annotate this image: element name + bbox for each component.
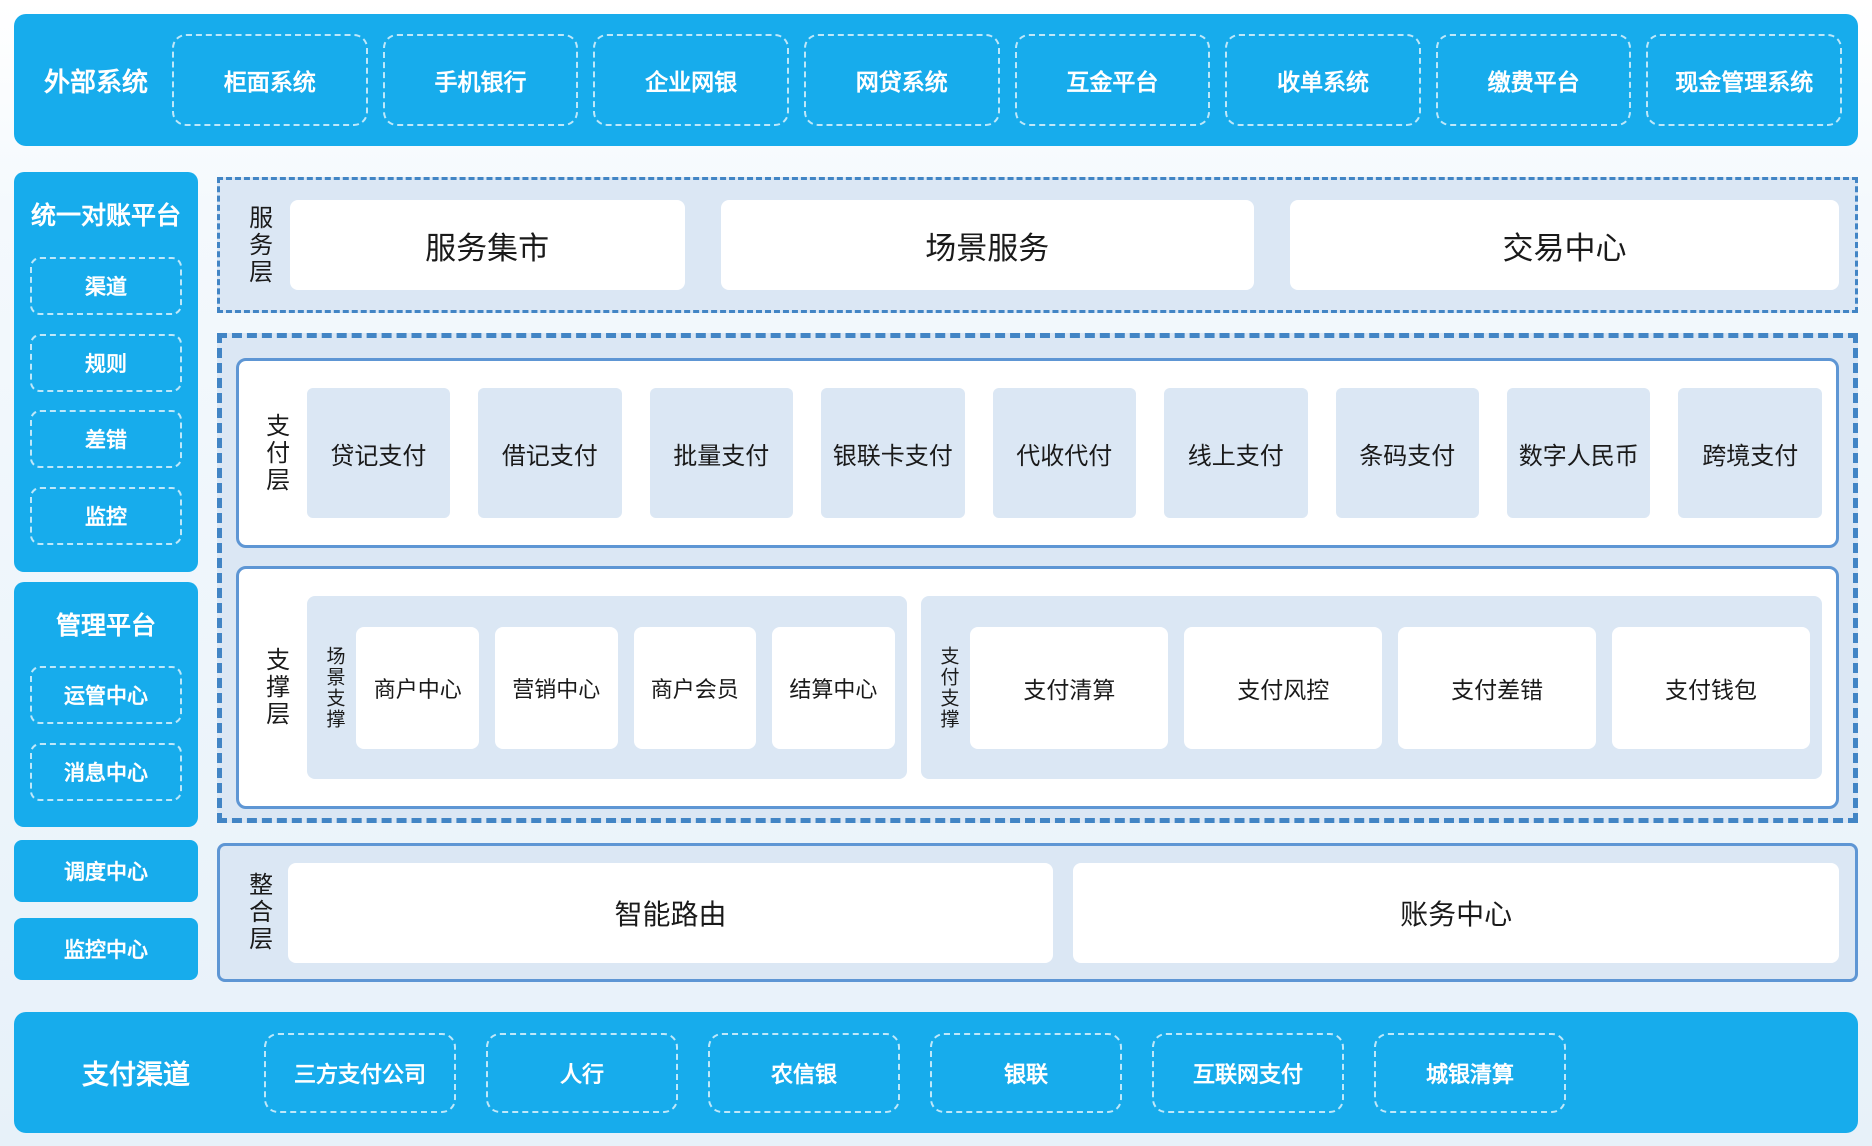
payment-channels-title: 支付渠道: [82, 1060, 190, 1090]
payment-channel-box: 农信银: [708, 1032, 900, 1113]
management-items: 运管中心消息中心: [24, 648, 188, 819]
external-systems-items: 柜面系统手机银行企业网银网贷系统互金平台收单系统缴费平台现金管理系统: [172, 34, 1842, 126]
monitor-center-box: 监控中心: [14, 918, 198, 980]
scene-support-group: 场景支撑 商户中心营销中心商户会员结算中心: [306, 596, 907, 779]
payment-support-group: 支付支撑 支付清算支付风控支付差错支付钱包: [920, 596, 1822, 779]
management-item-box: 运管中心: [30, 666, 182, 725]
management-item-box: 消息中心: [30, 742, 182, 801]
service-layer: 服务层 服务集市场景服务交易中心: [217, 177, 1858, 313]
payment-channel-box: 人行: [486, 1032, 678, 1113]
reconciliation-platform-title: 统一对账平台: [30, 202, 181, 230]
scene-support-box: 结算中心: [772, 626, 895, 749]
service-box: 交易中心: [1289, 200, 1839, 290]
external-system-box: 手机银行: [382, 34, 579, 126]
scene-support-label: 场景支撑: [323, 645, 345, 730]
payment-box: 条码支付: [1335, 388, 1479, 518]
support-layer: 支撑层 场景支撑 商户中心营销中心商户会员结算中心 支付支撑 支付清算支付风控支…: [236, 566, 1839, 809]
reconciliation-items: 渠道规则差错监控: [24, 238, 188, 564]
payment-box: 数字人民币: [1506, 388, 1651, 518]
payment-layer: 支付层 贷记支付借记支付批量支付银联卡支付代收代付线上支付条码支付数字人民币跨境…: [236, 358, 1839, 548]
payment-channel-items: 三方支付公司人行农信银银联互联网支付城银清算: [264, 1032, 1566, 1113]
integration-box: 账务中心: [1073, 862, 1839, 963]
reconciliation-platform-panel: 统一对账平台 渠道规则差错监控: [14, 172, 198, 572]
scene-support-items: 商户中心营销中心商户会员结算中心: [356, 626, 895, 749]
external-systems-title: 外部系统: [43, 66, 148, 97]
payment-box: 代收代付: [992, 388, 1137, 518]
payment-box: 银联卡支付: [821, 388, 965, 518]
payment-box: 贷记支付: [306, 388, 451, 518]
payment-support-box: 支付清算: [970, 626, 1169, 749]
payment-support-items: 支付清算支付风控支付差错支付钱包: [970, 626, 1810, 749]
payment-channels-bar: 支付渠道 三方支付公司人行农信银银联互联网支付城银清算: [14, 1012, 1858, 1133]
scene-support-box: 营销中心: [494, 626, 618, 749]
payment-box: 线上支付: [1164, 388, 1308, 518]
reconciliation-item-box: 规则: [30, 333, 182, 392]
payment-box: 跨境支付: [1678, 388, 1822, 518]
payment-channel-box: 三方支付公司: [264, 1032, 456, 1113]
core-layers-container: 支付层 贷记支付借记支付批量支付银联卡支付代收代付线上支付条码支付数字人民币跨境…: [217, 333, 1858, 823]
payment-channel-box: 互联网支付: [1152, 1032, 1344, 1113]
reconciliation-item-box: 监控: [30, 487, 182, 546]
service-layer-label: 服务层: [244, 204, 272, 286]
dispatch-center-box: 调度中心: [14, 840, 198, 902]
payment-support-box: 支付钱包: [1612, 626, 1810, 749]
external-systems-bar: 外部系统 柜面系统手机银行企业网银网贷系统互金平台收单系统缴费平台现金管理系统: [14, 14, 1858, 146]
external-system-box: 互金平台: [1014, 34, 1211, 126]
integration-layer-label: 整合层: [244, 872, 272, 953]
payment-box: 批量支付: [649, 388, 794, 518]
external-system-box: 缴费平台: [1435, 34, 1632, 126]
payment-channel-box: 银联: [930, 1032, 1122, 1113]
external-system-box: 网贷系统: [803, 34, 1000, 126]
payment-support-label: 支付支撑: [937, 645, 959, 730]
integration-layer: 整合层 智能路由账务中心: [217, 843, 1858, 982]
payment-support-box: 支付差错: [1398, 626, 1597, 749]
payment-support-box: 支付风控: [1184, 626, 1383, 749]
reconciliation-item-box: 渠道: [30, 256, 182, 315]
support-layer-label: 支撑层: [261, 647, 289, 728]
management-platform-panel: 管理平台 运管中心消息中心: [14, 582, 198, 827]
service-box: 场景服务: [720, 200, 1254, 290]
service-layer-items: 服务集市场景服务交易中心: [289, 200, 1839, 290]
payment-box: 借记支付: [478, 388, 622, 518]
integration-layer-items: 智能路由账务中心: [287, 862, 1839, 963]
scene-support-box: 商户中心: [356, 626, 479, 749]
external-system-box: 现金管理系统: [1646, 34, 1842, 126]
external-system-box: 收单系统: [1225, 34, 1421, 126]
service-box: 服务集市: [289, 200, 685, 290]
payment-channel-box: 城银清算: [1374, 1032, 1566, 1113]
integration-box: 智能路由: [287, 862, 1054, 963]
external-system-box: 柜面系统: [172, 34, 368, 126]
payment-layer-items: 贷记支付借记支付批量支付银联卡支付代收代付线上支付条码支付数字人民币跨境支付: [306, 388, 1822, 518]
external-system-box: 企业网银: [593, 34, 789, 126]
management-platform-title: 管理平台: [55, 612, 156, 640]
scene-support-box: 商户会员: [633, 626, 757, 749]
payment-layer-label: 支付层: [261, 412, 289, 494]
reconciliation-item-box: 差错: [30, 410, 182, 469]
